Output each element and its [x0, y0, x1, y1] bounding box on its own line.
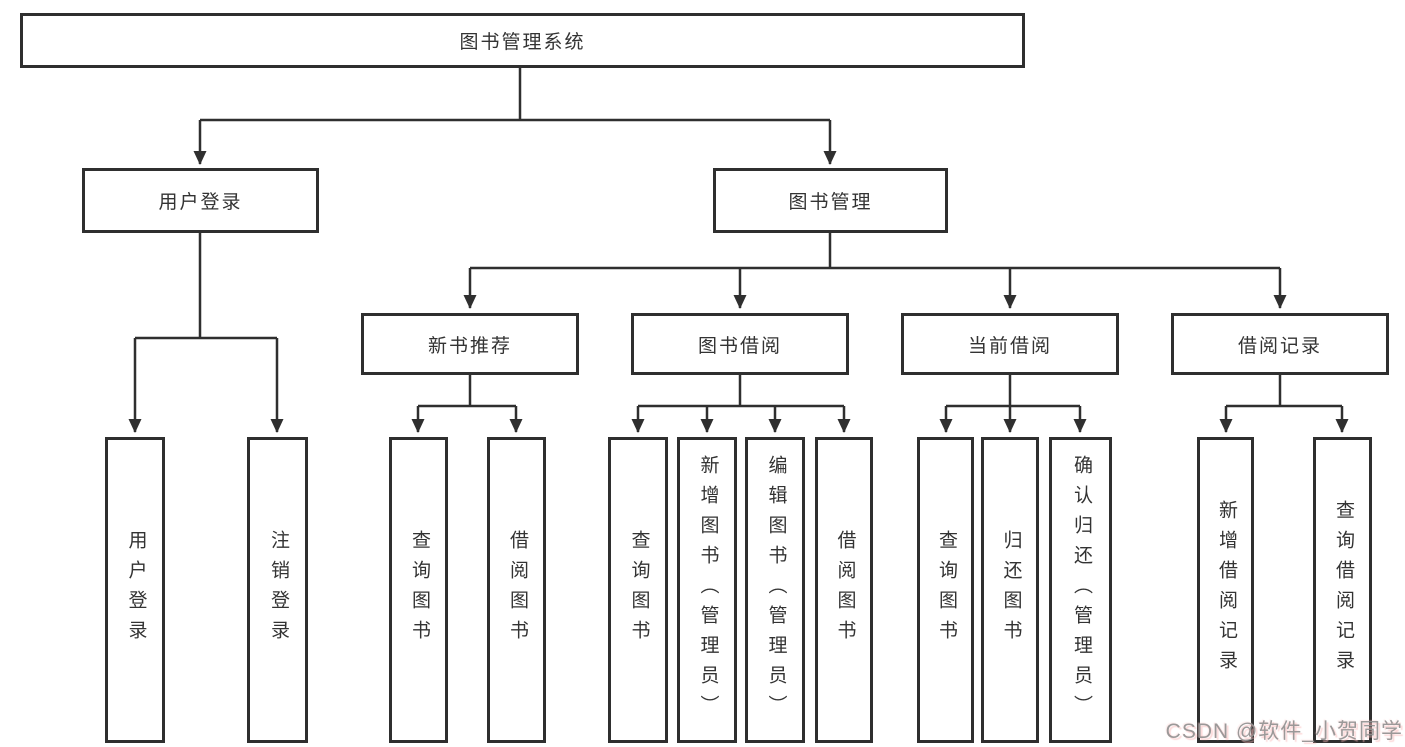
node-label: 新书推荐 — [427, 335, 512, 357]
node-label: 注销登录 — [267, 530, 289, 650]
node-label: 借阅记录 — [1237, 335, 1322, 357]
leaf-query-books-current: 查询图书 — [917, 437, 974, 743]
node-label: 图书管理系统 — [459, 32, 586, 53]
node-label: 确认归还（管理员） — [1070, 455, 1092, 725]
node-label: 新增借阅记录 — [1215, 500, 1237, 680]
node-label: 查询借阅记录 — [1332, 500, 1354, 680]
node-label: 借阅图书 — [834, 530, 856, 650]
node-label: 借阅图书 — [506, 530, 528, 650]
node-label: 用户登录 — [158, 192, 243, 213]
node-label: 图书借阅 — [697, 335, 782, 357]
node-root-library-system: 图书管理系统 — [20, 13, 1025, 68]
node-book-borrowing: 图书借阅 — [631, 313, 849, 375]
leaf-query-books-borrowing: 查询图书 — [608, 437, 668, 743]
node-label: 新增图书（管理员） — [697, 455, 719, 725]
node-book-management-branch: 图书管理 — [713, 168, 948, 233]
node-new-book-recommend: 新书推荐 — [361, 313, 579, 375]
node-label: 查询图书 — [935, 530, 957, 650]
csdn-watermark: CSDN @软件_小贺同学 — [1165, 720, 1403, 743]
leaf-query-borrow-record: 查询借阅记录 — [1313, 437, 1372, 743]
leaf-user-login: 用户登录 — [105, 437, 165, 743]
leaf-edit-books-admin: 编辑图书（管理员） — [745, 437, 805, 743]
node-label: 查询图书 — [628, 530, 650, 650]
connector-book-borrow-children — [631, 375, 851, 433]
node-label: 当前借阅 — [967, 335, 1052, 357]
leaf-borrow-books: 借阅图书 — [815, 437, 873, 743]
node-borrowing-records: 借阅记录 — [1171, 313, 1389, 375]
connector-root-to-branches — [193, 68, 837, 165]
node-current-borrowing: 当前借阅 — [901, 313, 1119, 375]
connector-book-mgmt-sections — [463, 233, 1287, 309]
leaf-return-books: 归还图书 — [981, 437, 1039, 743]
connector-borrow-record-children — [1219, 375, 1349, 433]
node-label: 编辑图书（管理员） — [765, 455, 787, 725]
leaf-query-books-recommend: 查询图书 — [389, 437, 448, 743]
leaf-logout: 注销登录 — [247, 437, 308, 743]
connector-new-book-children — [411, 375, 523, 433]
node-label: 用户登录 — [125, 530, 147, 650]
leaf-add-borrow-record: 新增借阅记录 — [1197, 437, 1254, 743]
connector-current-borrow-children — [939, 375, 1087, 433]
node-label: 查询图书 — [408, 530, 430, 650]
leaf-borrow-books-recommend: 借阅图书 — [487, 437, 546, 743]
node-label: 图书管理 — [788, 192, 873, 213]
node-label: 归还图书 — [1000, 530, 1022, 650]
leaf-add-books-admin: 新增图书（管理员） — [677, 437, 737, 743]
leaf-confirm-return-admin: 确认归还（管理员） — [1049, 437, 1112, 743]
connector-user-login-children — [128, 233, 284, 433]
node-user-login-branch: 用户登录 — [82, 168, 319, 233]
